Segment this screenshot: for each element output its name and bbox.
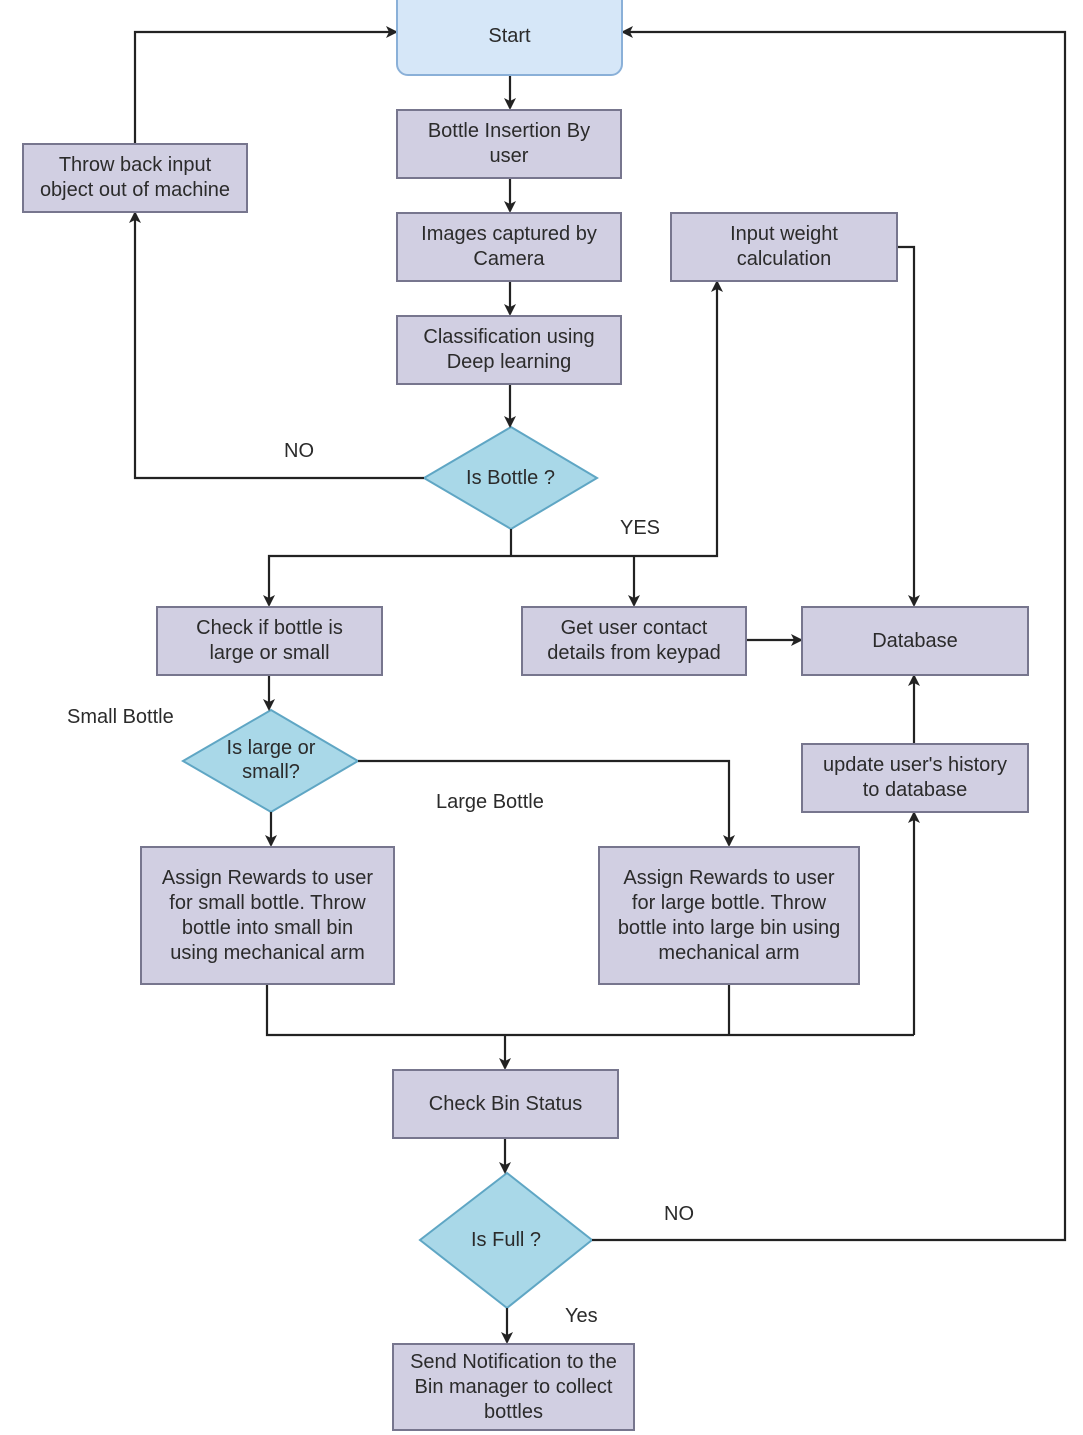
- edge-not-full-to-start: [592, 26, 1067, 1242]
- throw-back-node: Throw back input object out of machine: [22, 143, 248, 213]
- edge-input-weight-to-database: [897, 245, 920, 607]
- get-contact-node: Get user contact details from keypad: [521, 606, 747, 676]
- edge-throw-back-to-start: [133, 26, 398, 143]
- update-history-node: update user's history to database: [801, 743, 1029, 813]
- edge-no-to-throw-back: [129, 211, 424, 480]
- assign-large-node: Assign Rewards to user for large bottle.…: [598, 846, 860, 985]
- check-size-node: Check if bottle is large or small: [156, 606, 383, 676]
- edge-yes-to-check-size: [263, 554, 511, 607]
- assign-small-node: Assign Rewards to user for small bottle.…: [140, 846, 395, 985]
- is-large-or-small-label: Is large or small?: [226, 737, 316, 783]
- edge-label-small-bottle: Small Bottle: [67, 706, 174, 728]
- edge-assign-small-down: [265, 984, 914, 1037]
- database-node: Database: [801, 606, 1029, 676]
- edge-yes-to-input-weight: [511, 280, 723, 558]
- images-captured-node: Images captured by Camera: [396, 212, 622, 282]
- edge-label-yes-full: Yes: [565, 1305, 598, 1327]
- check-bin-node: Check Bin Status: [392, 1069, 619, 1139]
- edge-label-yes-bottle: YES: [620, 517, 661, 539]
- edge-label-no-full: NO: [664, 1203, 694, 1225]
- is-bottle-label: Is Bottle ?: [466, 467, 555, 489]
- edge-label-no-bottle: NO: [284, 440, 314, 462]
- edge-large-to-assign-large: [358, 759, 735, 847]
- is-full-label: Is Full ?: [470, 1229, 542, 1251]
- bottle-insertion-node: Bottle Insertion By user: [396, 109, 622, 179]
- input-weight-node: Input weight calculation: [670, 212, 898, 282]
- start-node: Start: [396, 0, 623, 76]
- edge-label-large-bottle: Large Bottle: [436, 791, 544, 813]
- send-notification-node: Send Notification to the Bin manager to …: [392, 1343, 635, 1431]
- classification-node: Classification using Deep learning: [396, 315, 622, 385]
